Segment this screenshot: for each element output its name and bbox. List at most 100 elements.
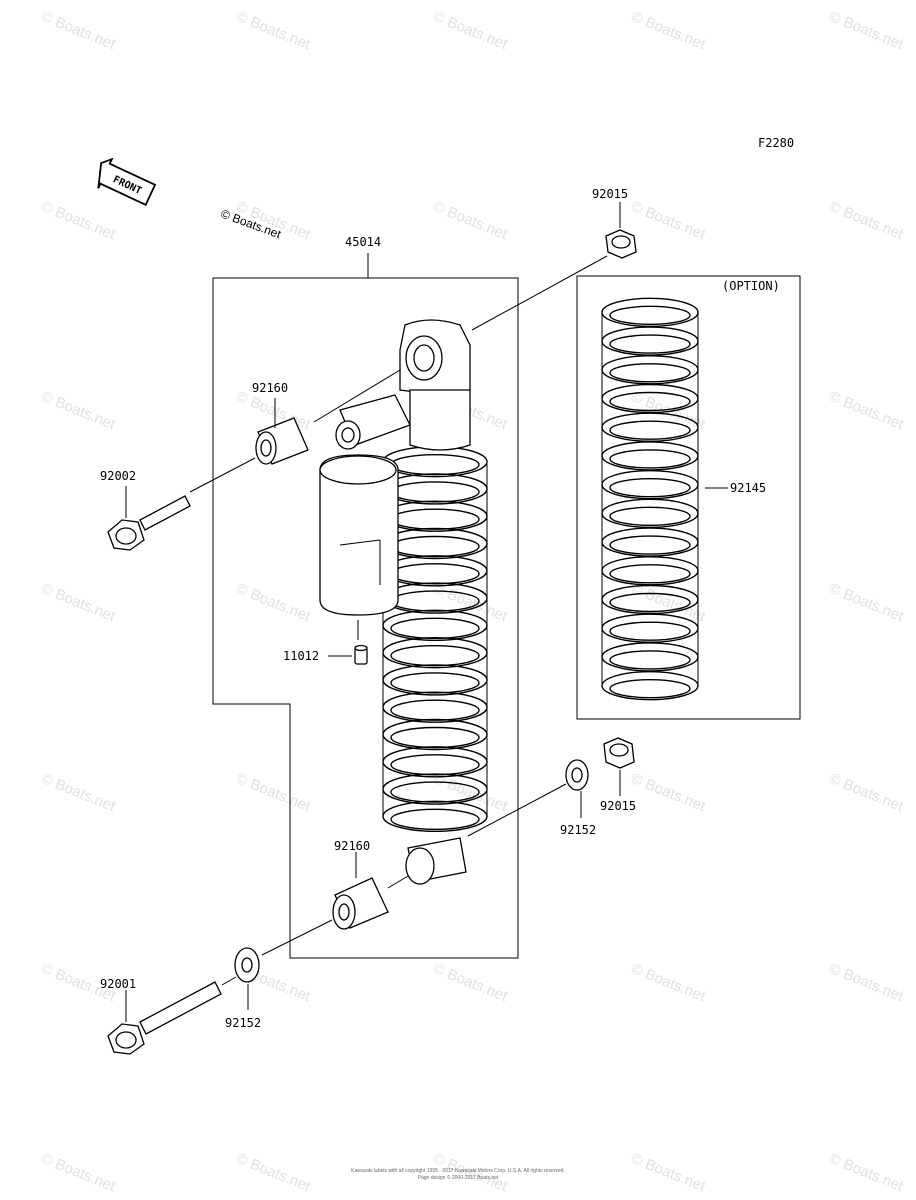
watermark-text: © Boats.net: [431, 960, 511, 1006]
spring-coil-inner: [609, 506, 691, 527]
watermark-text: © Boats.net: [234, 580, 314, 626]
spring-coil-turn: [601, 469, 699, 500]
spring-coil-turn: [601, 412, 699, 442]
label-92145: 92145: [730, 481, 766, 495]
label-92152-right: 92152: [560, 823, 596, 837]
spring-coil-inner: [609, 564, 691, 584]
spring-coil-inner: [609, 449, 691, 469]
watermark-text: © Boats.net: [39, 1150, 119, 1196]
label-92160-upper: 92160: [252, 381, 288, 395]
watermark-text: © Boats.net: [827, 198, 907, 244]
watermark-text: © Boats.net: [234, 1150, 314, 1196]
spring-coil-turn: [601, 297, 699, 328]
option-coil-spring: [601, 297, 699, 701]
air-valve-cap: [354, 644, 368, 665]
label-92160-lower: 92160: [334, 839, 370, 853]
watermark-text: © Boats.net: [827, 388, 907, 434]
spring-coil-turn: [601, 441, 699, 471]
watermark-text: © Boats.net: [39, 770, 119, 816]
lower-bushing-92160: [332, 877, 389, 930]
watermark-text: © Boats.net: [629, 770, 709, 816]
shock-lower-eye: [405, 837, 467, 885]
label-92001: 92001: [100, 977, 136, 991]
front-arrow-icon: FRONT: [97, 157, 157, 206]
spring-coil-inner: [390, 535, 480, 558]
spring-coil-turn: [382, 664, 488, 696]
assembly-boundary: [212, 277, 519, 959]
label-92015-upper: 92015: [592, 187, 628, 201]
spring-coil-turn: [382, 691, 488, 723]
spring-coil-inner: [609, 363, 691, 383]
spring-coil-inner: [390, 781, 480, 803]
spring-coil-inner: [609, 305, 691, 326]
label-92015-lower: 92015: [600, 799, 636, 813]
spring-coil-inner: [390, 808, 480, 831]
spring-coil-inner: [390, 481, 480, 503]
watermark-text: © Boats.net: [431, 198, 511, 244]
label-92152-left: 92152: [225, 1016, 261, 1030]
upper-nut-92015: [605, 229, 637, 259]
spring-coil-inner: [609, 535, 691, 555]
label-92002: 92002: [100, 469, 136, 483]
spring-coil-inner: [390, 508, 480, 530]
spring-coil-turn: [601, 670, 699, 701]
upper-bushing-92160: [255, 417, 309, 465]
spring-coil-turn: [601, 355, 699, 385]
watermark-text: © Boats.net: [827, 770, 907, 816]
spring-coil-inner: [390, 617, 480, 640]
spring-coil-inner: [609, 678, 691, 699]
spring-coil-inner: [390, 563, 480, 585]
watermark-text: © Boats.net: [629, 198, 709, 244]
watermark-text: © Boats.net: [431, 8, 511, 54]
watermark-text: © Boats.net: [39, 388, 119, 434]
footer-copyright: Kawasaki labels with all copyright 1995 …: [351, 1168, 565, 1174]
spring-coil-turn: [382, 718, 488, 751]
watermark-text: © Boats.net: [39, 198, 119, 244]
watermark-text: © Boats.net: [234, 770, 314, 816]
spring-coil-turn: [601, 326, 699, 356]
spring-coil-inner: [609, 650, 691, 670]
watermark-text: © Boats.net: [234, 8, 314, 54]
lower-nut-92015: [603, 737, 635, 769]
spring-coil-inner: [609, 592, 691, 613]
option-box: [576, 275, 801, 720]
watermark-text: © Boats.net: [827, 1150, 907, 1196]
watermark-text: © Boats.net: [827, 8, 907, 54]
lower-washer-92152-right: [565, 759, 589, 791]
spring-coil-inner: [390, 726, 480, 749]
spring-coil-turn: [382, 800, 488, 833]
lower-bolt-92001: [107, 981, 222, 1055]
spring-coil-inner: [390, 672, 480, 694]
label-11012: 11012: [283, 649, 319, 663]
label-45014: 45014: [345, 235, 381, 249]
watermark-text: © Boats.net: [827, 960, 907, 1006]
spring-coil-turn: [601, 527, 699, 557]
watermark-text: © Boats.net: [827, 580, 907, 626]
lower-washer-92152-left: [234, 947, 260, 983]
shock-upper-mount: [335, 319, 471, 451]
spring-coil-turn: [601, 556, 699, 586]
option-label: (OPTION): [722, 279, 780, 293]
spring-coil-turn: [382, 609, 488, 642]
upper-bolt-92002: [107, 495, 191, 551]
watermark-text: © Boats.net: [39, 8, 119, 54]
spring-coil-inner: [609, 420, 691, 440]
spring-coil-inner: [609, 391, 691, 412]
figure-code: F2280: [758, 136, 794, 150]
watermark-text: © Boats.net: [39, 580, 119, 626]
spring-coil-inner: [390, 754, 480, 776]
watermark-text: © Boats.net: [629, 960, 709, 1006]
spring-coil-inner: [609, 477, 691, 498]
spring-coil-turn: [382, 636, 488, 669]
spring-coil-inner: [609, 334, 691, 354]
watermark-text: © Boats.net: [629, 1150, 709, 1196]
watermark-text: © Boats.net: [629, 8, 709, 54]
spring-coil-inner: [609, 621, 691, 641]
footer-line2: Page design © 2000-2017 Boats.net: [418, 1174, 499, 1181]
spring-coil-inner: [390, 644, 480, 667]
spring-coil-turn: [601, 498, 699, 529]
spring-coil-turn: [601, 613, 699, 643]
spring-coil-inner: [390, 699, 480, 721]
spring-coil-inner: [390, 453, 480, 476]
